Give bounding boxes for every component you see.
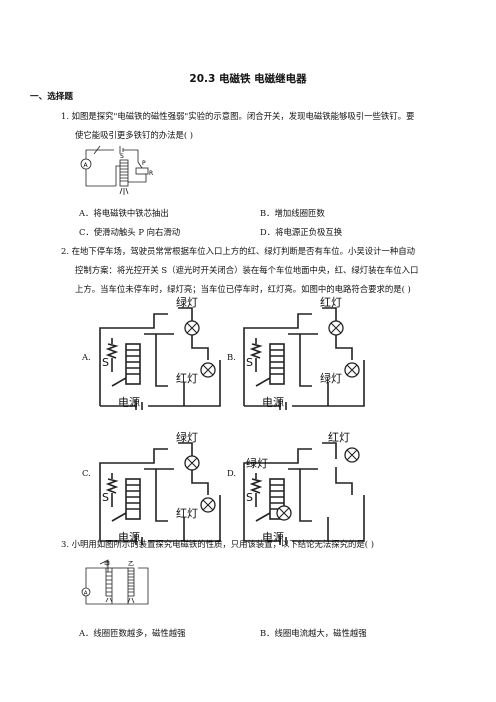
switch-label: S — [246, 356, 253, 369]
q3-option-a[interactable]: A．线圈匝数越多，磁性越强 — [79, 628, 186, 638]
side-lamp-label: 红灯 — [176, 372, 198, 385]
q1-option-a[interactable]: A．将电磁铁中铁芯抽出 — [79, 208, 169, 218]
section-heading: 一、选择题 — [30, 92, 73, 102]
q2-option-letter[interactable]: A. — [82, 352, 91, 362]
side-lamp-label: 红灯 — [176, 507, 198, 520]
q2-stem-line2: 控制方案：将光控开关 S（遮光时开关闭合）装在每个车位地面中央，红、绿灯装在车位… — [75, 265, 419, 275]
q1-electromagnet-diagram: A S P R — [80, 145, 153, 195]
power-label: 电源 — [262, 396, 284, 409]
top-lamp-label: 红灯 — [320, 296, 342, 309]
top-lamp-label: 绿灯 — [176, 296, 198, 309]
power-label: 电源 — [118, 531, 140, 544]
document-title: 20.3 电磁铁 电磁继电器 — [189, 73, 307, 85]
q3-stem: 3. 小明用如图所示的装置探究电磁铁的性质，只用该装置，以下结论无法探究的是( … — [61, 539, 374, 549]
svg-text:乙: 乙 — [128, 561, 134, 568]
side-lamp-label: 绿灯 — [320, 372, 342, 385]
q2-option-letter[interactable]: C. — [82, 468, 91, 478]
svg-text:P: P — [142, 160, 146, 167]
ammeter-label: A — [84, 162, 89, 169]
q2-stem-line1: 2. 在地下停车场，驾驶员常常根据车位入口上方的红、绿灯判断是否有车位。小吴设计… — [61, 246, 416, 256]
power-label: 电源 — [118, 396, 140, 409]
q2-option-letter[interactable]: D. — [227, 468, 237, 478]
q1-stem-line1: 1. 如图是探究"电磁铁的磁性强弱"实验的示意图。闭合开关，发现电磁铁能够吸引一… — [61, 111, 415, 121]
svg-text:A: A — [84, 591, 88, 597]
q2-relay-circuit[interactable] — [240, 433, 368, 545]
q3-electromagnet-diagram: A 甲 乙 — [81, 559, 149, 605]
svg-text:甲: 甲 — [104, 561, 110, 568]
power-label: 电源 — [262, 531, 284, 544]
q3-option-b[interactable]: B．线圈电流越大，磁性越强 — [260, 628, 367, 638]
svg-text:R: R — [149, 170, 153, 177]
q2-stem-line3: 上方。当车位未停车时，绿灯亮；当车位已停车时，红灯亮。如图中的电路符合要求的是(… — [75, 284, 411, 294]
q2-option-letter[interactable]: B. — [227, 352, 236, 362]
q1-stem-line2: 使它能吸引更多铁钉的办法是( ) — [75, 130, 194, 140]
side-lamp-label: 绿灯 — [246, 457, 268, 470]
q1-option-d[interactable]: D．将电源正负极互换 — [260, 227, 343, 237]
q2-relay-circuit[interactable] — [96, 433, 224, 545]
switch-label: S — [102, 491, 109, 504]
switch-label: S — [246, 491, 253, 504]
q2-relay-circuit[interactable] — [96, 298, 224, 410]
svg-text:S: S — [120, 153, 124, 160]
q2-relay-circuit[interactable] — [240, 298, 368, 410]
q1-option-b[interactable]: B．增加线圈匝数 — [260, 208, 325, 218]
q1-option-c[interactable]: C．使滑动触头 P 向右滑动 — [79, 227, 181, 237]
top-lamp-label: 红灯 — [328, 431, 350, 444]
switch-label: S — [102, 356, 109, 369]
top-lamp-label: 绿灯 — [176, 431, 198, 444]
